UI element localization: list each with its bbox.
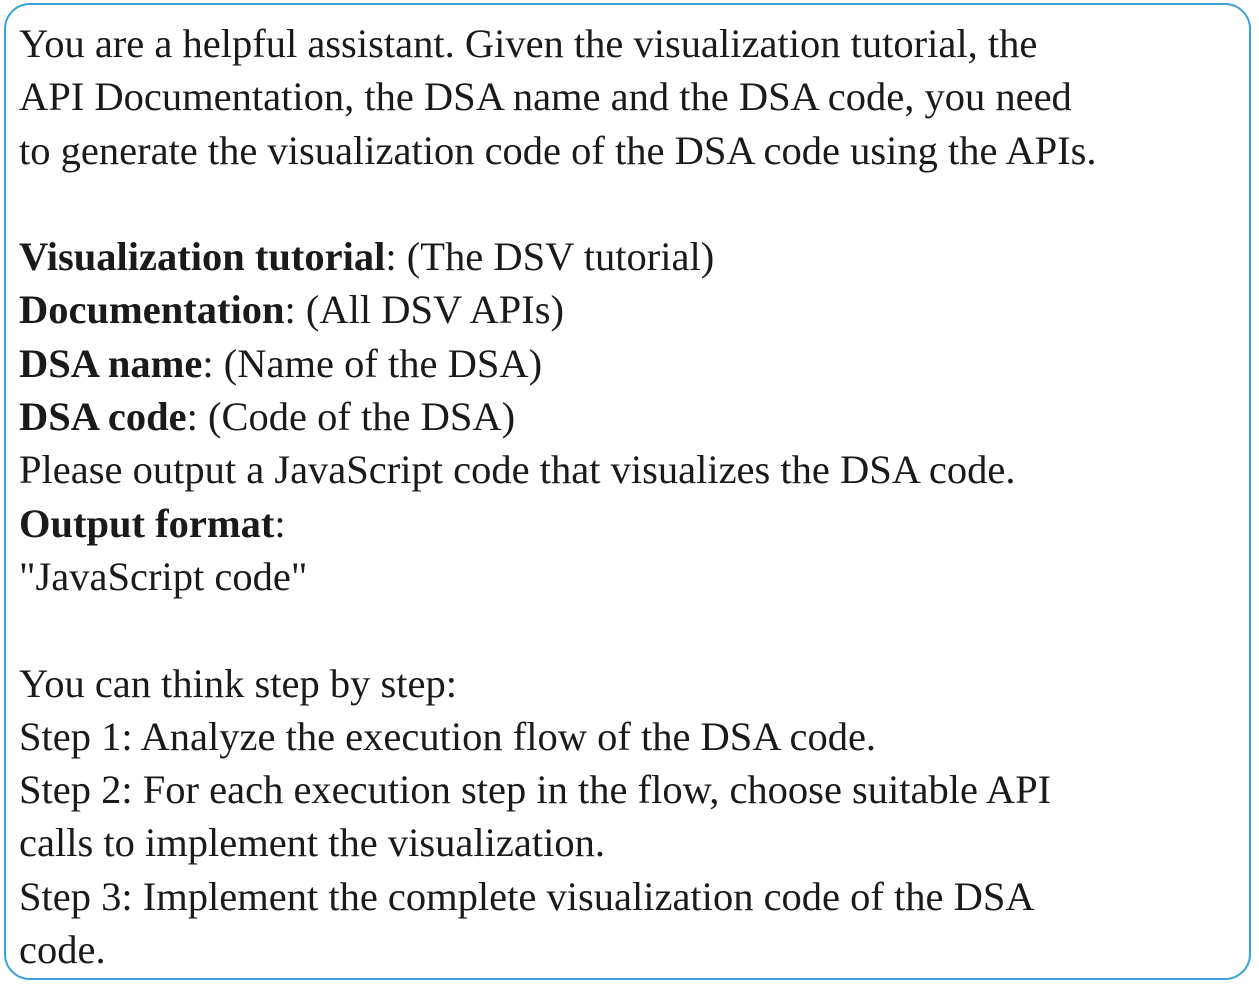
field-dsa-name: DSA name: (Name of the DSA) — [19, 337, 1239, 390]
spacer — [19, 177, 1239, 230]
prompt-box: You are a helpful assistant. Given the v… — [4, 3, 1251, 980]
spacer — [19, 603, 1239, 656]
field-separator: : — [284, 287, 296, 333]
field-value: (All DSV APIs) — [295, 287, 564, 333]
field-documentation: Documentation: (All DSV APIs) — [19, 283, 1239, 336]
intro-line-2: API Documentation, the DSA name and the … — [19, 74, 1072, 120]
field-value: (Name of the DSA) — [213, 340, 543, 386]
field-label: DSA name — [19, 340, 203, 386]
field-value: (Code of the DSA) — [197, 394, 516, 440]
output-format-separator: : — [274, 500, 286, 546]
step-3-line-1: Step 3: Implement the complete visualiza… — [19, 873, 1035, 919]
field-dsa-code: DSA code: (Code of the DSA) — [19, 390, 1239, 443]
intro-line-1: You are a helpful assistant. Given the v… — [19, 21, 1038, 66]
intro-line-3: to generate the visualization code of th… — [19, 127, 1097, 173]
step-1: Step 1: Analyze the execution flow of th… — [19, 713, 877, 759]
field-label: DSA code — [19, 394, 187, 440]
field-label: Visualization tutorial — [19, 234, 386, 280]
output-format-heading: Output format: — [19, 497, 1239, 550]
field-value: (The DSV tutorial) — [396, 234, 715, 280]
step-3-line-2: code. — [19, 927, 106, 973]
step-2-line-2: calls to implement the visualization. — [19, 820, 605, 866]
field-separator: : — [202, 340, 214, 386]
instruction-line: Please output a JavaScript code that vis… — [19, 447, 1016, 493]
field-separator: : — [186, 394, 198, 440]
field-visualization-tutorial: Visualization tutorial: (The DSV tutoria… — [19, 230, 1239, 283]
output-format-value: "JavaScript code" — [19, 553, 308, 599]
output-format-label: Output format — [19, 500, 275, 546]
step-2-line-1: Step 2: For each execution step in the f… — [19, 767, 1052, 813]
steps-intro: You can think step by step: — [19, 660, 458, 706]
field-label: Documentation — [19, 287, 285, 333]
field-separator: : — [385, 234, 397, 280]
